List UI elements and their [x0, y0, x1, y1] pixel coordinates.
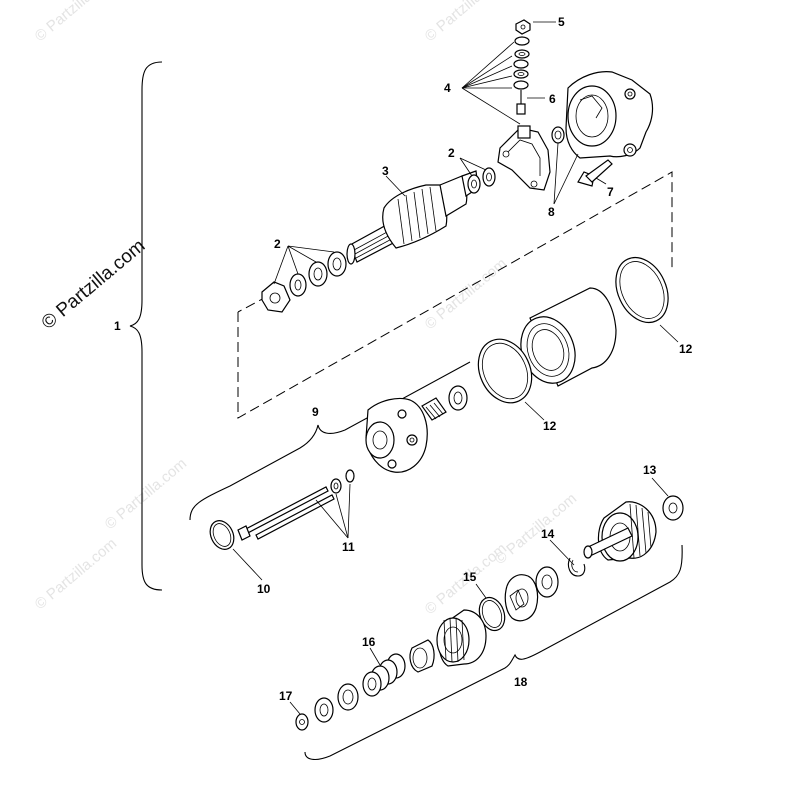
end-cover-housing — [551, 71, 654, 159]
o-ring-15 — [478, 596, 506, 632]
callout-15: 15 — [463, 570, 477, 584]
callout-6: 6 — [549, 92, 556, 106]
callout-9: 9 — [312, 405, 319, 419]
through-bolts-11 — [237, 469, 355, 541]
watermark-layer: © Partzilla.com © Partzilla.com © Partzi… — [32, 0, 580, 618]
washer-set-2-right — [467, 167, 496, 194]
callout-3: 3 — [382, 164, 389, 178]
o-ring-12-upper — [615, 256, 669, 324]
clutch-plate — [504, 574, 539, 622]
callout-18: 18 — [514, 675, 528, 689]
callout-2-right: 2 — [448, 146, 455, 160]
watermark-faint: © Partzilla.com — [422, 0, 510, 45]
callout-14: 14 — [541, 527, 555, 541]
callout-12-lower: 12 — [543, 419, 557, 433]
watermark-main: © Partzilla.com — [38, 235, 150, 333]
callout-16: 16 — [362, 635, 376, 649]
callout-11: 11 — [342, 540, 355, 554]
callout-1: 1 — [114, 319, 121, 333]
washer-13 — [662, 495, 684, 521]
callout-4: 4 — [444, 81, 451, 95]
o-ring-12-lower — [477, 338, 533, 404]
thrust-washer — [535, 566, 559, 598]
assembly-brace-1 — [129, 61, 163, 591]
leader-lines — [232, 21, 679, 715]
brace-9 — [189, 361, 471, 521]
brush-holder-plate — [497, 125, 551, 191]
callout-7: 7 — [607, 185, 614, 199]
watermark-faint: © Partzilla.com — [32, 0, 120, 45]
armature — [346, 170, 479, 265]
yoke-housing — [520, 287, 617, 387]
callout-8: 8 — [548, 205, 555, 219]
callout-10: 10 — [257, 582, 271, 596]
watermark-faint: © Partzilla.com — [32, 535, 120, 613]
callout-12-upper: 12 — [679, 342, 693, 356]
o-ring-10 — [209, 520, 235, 550]
terminal-hardware-stack — [513, 19, 531, 115]
snap-ring-14 — [567, 557, 586, 577]
spring-16 — [362, 653, 406, 697]
retainer-stack — [314, 683, 359, 723]
brace-18 — [304, 544, 683, 761]
collar — [409, 639, 435, 673]
washer-set-2-left — [261, 251, 347, 313]
watermark-faint: © Partzilla.com — [102, 455, 190, 533]
assembly-dashed-line — [237, 171, 673, 419]
watermark-faint: © Partzilla.com — [422, 255, 510, 333]
bearing-set-9 — [421, 385, 468, 421]
callout-5: 5 — [558, 15, 565, 29]
callout-17: 17 — [279, 689, 293, 703]
callout-13: 13 — [643, 463, 657, 477]
clutch-gear-shaft — [583, 501, 657, 562]
bolt-7 — [577, 159, 613, 187]
nut-17 — [295, 713, 309, 731]
pinion-gear — [436, 609, 487, 667]
callout-2-left: 2 — [274, 237, 281, 251]
callout-labels: 1 2 2 3 4 5 6 7 8 9 10 11 12 12 13 14 15… — [114, 15, 693, 703]
drive-end-frame-9 — [365, 397, 428, 473]
watermark-faint: © Partzilla.com — [492, 490, 580, 568]
